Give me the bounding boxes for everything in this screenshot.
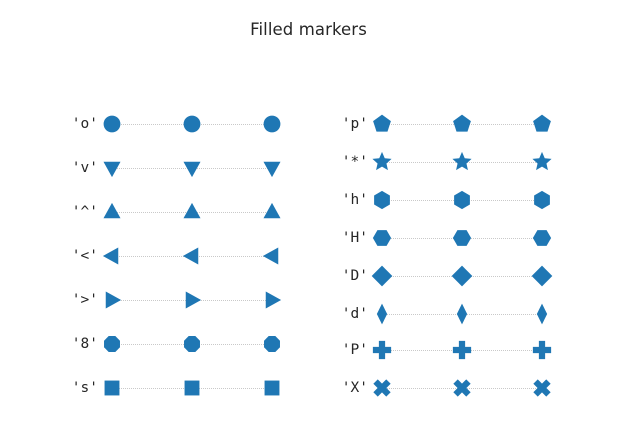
diamond-marker-icon [367,261,397,291]
marker-label: 'D' [341,268,368,284]
octagon-marker-icon [97,329,127,359]
marker-track [372,147,552,177]
marker-track [104,329,280,359]
marker-label: 'v' [71,160,98,176]
marker-row-sym: '^' [72,197,281,227]
pentagon-marker-icon [527,109,557,139]
marker-track [376,299,548,329]
star-marker-icon [527,147,557,177]
thin_diamond-marker-icon [367,299,397,329]
triangle_right-marker-icon [257,285,287,315]
plus_filled-marker-icon [367,335,397,365]
thin_diamond-marker-icon [527,299,557,329]
marker-label: 'X' [341,380,368,396]
triangle_down-marker-icon [97,153,127,183]
triangle_right-marker-icon [97,285,127,315]
diamond-marker-icon [447,261,477,291]
octagon-marker-icon [257,329,287,359]
marker-track [103,197,281,227]
marker-track [102,241,279,271]
triangle_up-marker-icon [177,197,207,227]
triangle_up-marker-icon [97,197,127,227]
marker-row-p: 'p' [342,109,551,139]
marker-label: '*' [341,154,368,170]
triangle_right-marker-icon [177,285,207,315]
square-marker-icon [97,373,127,403]
hexagon1-marker-icon [367,185,397,215]
octagon-marker-icon [177,329,207,359]
star-marker-icon [367,147,397,177]
circle-marker-icon [97,109,127,139]
pentagon-marker-icon [447,109,477,139]
marker-label: 'o' [71,116,98,132]
diamond-marker-icon [527,261,557,291]
hexagon2-marker-icon [367,223,397,253]
marker-label: 'h' [341,192,368,208]
x_filled-marker-icon [527,373,557,403]
marker-row-d: 'd' [342,299,548,329]
triangle_down-marker-icon [257,153,287,183]
marker-row-o: 'o' [72,109,281,139]
hexagon1-marker-icon [527,185,557,215]
circle-marker-icon [177,109,207,139]
marker-row-P: 'P' [342,335,552,365]
marker-track [371,261,553,291]
square-marker-icon [177,373,207,403]
triangle_down-marker-icon [177,153,207,183]
marker-row-s: 's' [72,373,280,403]
star-marker-icon [447,147,477,177]
x_filled-marker-icon [447,373,477,403]
marker-label: 'P' [341,342,368,358]
plus_filled-marker-icon [447,335,477,365]
hexagon1-marker-icon [447,185,477,215]
plus_filled-marker-icon [527,335,557,365]
marker-label: '^' [71,204,98,220]
marker-row-sym: '<' [72,241,279,271]
thin_diamond-marker-icon [447,299,477,329]
pentagon-marker-icon [367,109,397,139]
x_filled-marker-icon [367,373,397,403]
marker-track [103,109,281,139]
marker-track [374,185,550,215]
marker-label: 's' [71,380,98,396]
marker-track [103,153,281,183]
marker-row-X: 'X' [342,373,551,403]
marker-label: 'd' [341,306,368,322]
marker-track [372,335,552,365]
marker-row-v: 'v' [72,153,281,183]
marker-track [105,285,282,315]
marker-track [373,373,551,403]
marker-row-sym: '>' [72,285,282,315]
circle-marker-icon [257,109,287,139]
hexagon2-marker-icon [527,223,557,253]
marker-row-H: 'H' [342,223,552,253]
marker-label: '>' [71,292,98,308]
marker-row-8: '8' [72,329,280,359]
triangle_up-marker-icon [257,197,287,227]
square-marker-icon [257,373,287,403]
marker-row-D: 'D' [342,261,553,291]
hexagon2-marker-icon [447,223,477,253]
marker-track [104,373,280,403]
triangle_left-marker-icon [257,241,287,271]
marker-label: '<' [71,248,98,264]
marker-label: '8' [71,336,98,352]
marker-label: 'H' [341,230,368,246]
triangle_left-marker-icon [177,241,207,271]
page-title: Filled markers [250,20,367,39]
marker-label: 'p' [341,116,368,132]
marker-row-h: 'h' [342,185,550,215]
marker-row-sym: '*' [342,147,552,177]
marker-track [372,223,552,253]
marker-track [373,109,551,139]
triangle_left-marker-icon [97,241,127,271]
